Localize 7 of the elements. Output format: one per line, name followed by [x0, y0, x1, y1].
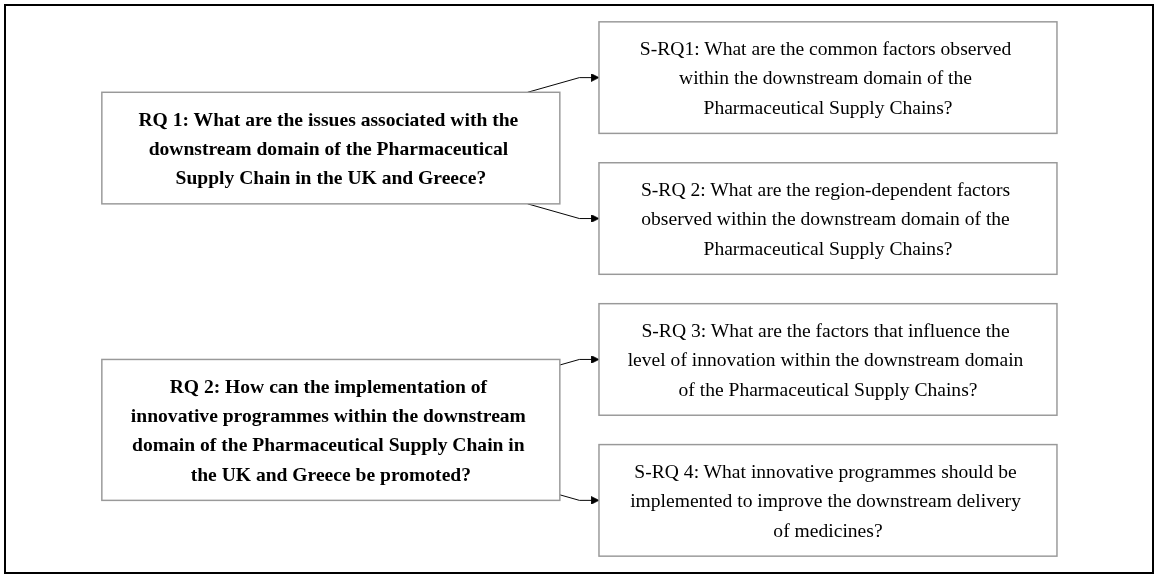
node-box [597, 21, 1058, 135]
node-box [597, 302, 1058, 416]
node-box [100, 358, 561, 502]
node-box [100, 91, 561, 205]
node-box [597, 443, 1058, 557]
diagram-frame: RQ 1: What are the issues associated with the downstream domain of the Pharmaceutical Supply Chain in the UK and Greece? S-RQ1: What are the common factors observed within the downstream domain of the Pharmaceutical Supply Chains? S-RQ 2: What are the region-dependent factors observed within the downstream domain of the Pharmaceutical Supply Chains? RQ 2: How can the implementation of innovative programmes within the downstream domain of the Pharmaceutical Supply Chain in the UK and Greece be promoted? S-RQ 3: What are the factors that influence the level of innovation within the downstream domain of the Pharmaceutical Supply Chains? S-RQ 4: What innovative programmes should be implemented to improve the downstream delivery of medicines? [4, 4, 1154, 574]
node-box [597, 162, 1058, 276]
